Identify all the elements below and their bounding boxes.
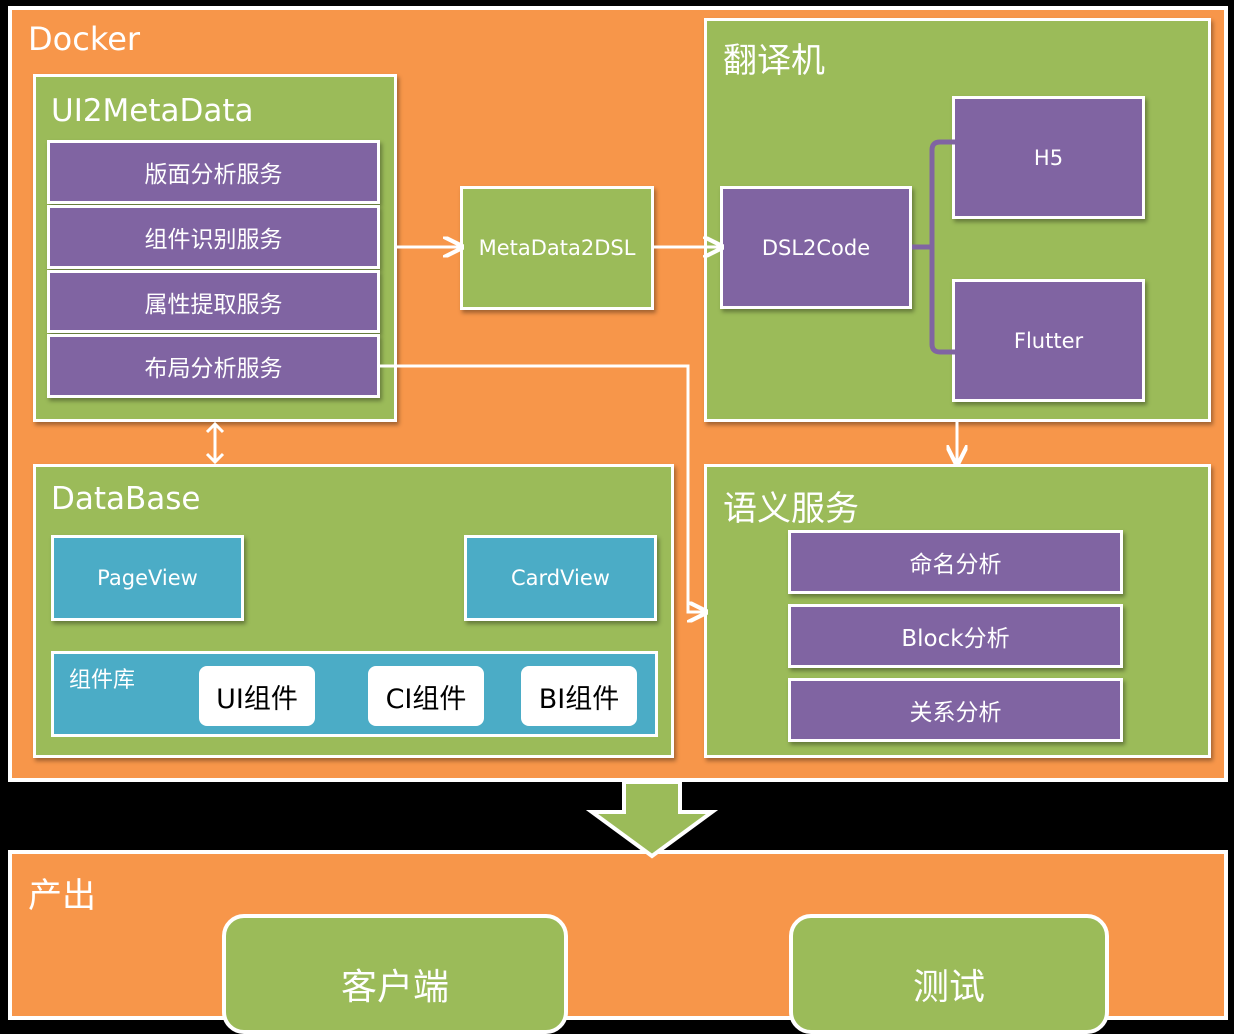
service-layout-analysis: 版面分析服务 [47, 140, 380, 204]
block-analysis: Block分析 [788, 604, 1123, 668]
ui2metadata-title: UI2MetaData [51, 93, 254, 129]
relation-analysis: 关系分析 [788, 678, 1123, 742]
target-flutter: Flutter [952, 279, 1145, 402]
metadata2dsl-label: MetaData2DSL [478, 236, 636, 260]
dsl2code-box: DSL2Code [720, 186, 912, 309]
output-test-label: 测试 [912, 967, 985, 1008]
output-client-label: 客户端 [340, 967, 449, 1008]
output-client-box: 客户端 [222, 914, 568, 1034]
output-test-box: 测试 [789, 914, 1109, 1034]
component-library-label: 组件库 [69, 668, 136, 693]
target-h5: H5 [952, 96, 1145, 219]
big-down-arrow [585, 780, 719, 859]
ci-component-chip: CI组件 [368, 666, 484, 726]
database-title: DataBase [51, 481, 201, 517]
translator-title: 翻译机 [723, 41, 825, 81]
metadata2dsl-box: MetaData2DSL [460, 186, 654, 310]
ui-component-chip: UI组件 [199, 666, 315, 726]
service-attribute-extraction: 属性提取服务 [47, 270, 380, 333]
cardview-box: CardView [464, 535, 657, 621]
bi-component-chip: BI组件 [521, 666, 637, 726]
naming-analysis: 命名分析 [788, 530, 1123, 594]
semantic-service-title: 语义服务 [723, 489, 859, 529]
pageview-box: PageView [51, 535, 244, 621]
service-layout-structure-analysis: 布局分析服务 [47, 334, 380, 398]
service-component-recognition: 组件识别服务 [47, 205, 380, 269]
docker-title: Docker [28, 20, 141, 58]
output-title: 产出 [28, 876, 96, 916]
